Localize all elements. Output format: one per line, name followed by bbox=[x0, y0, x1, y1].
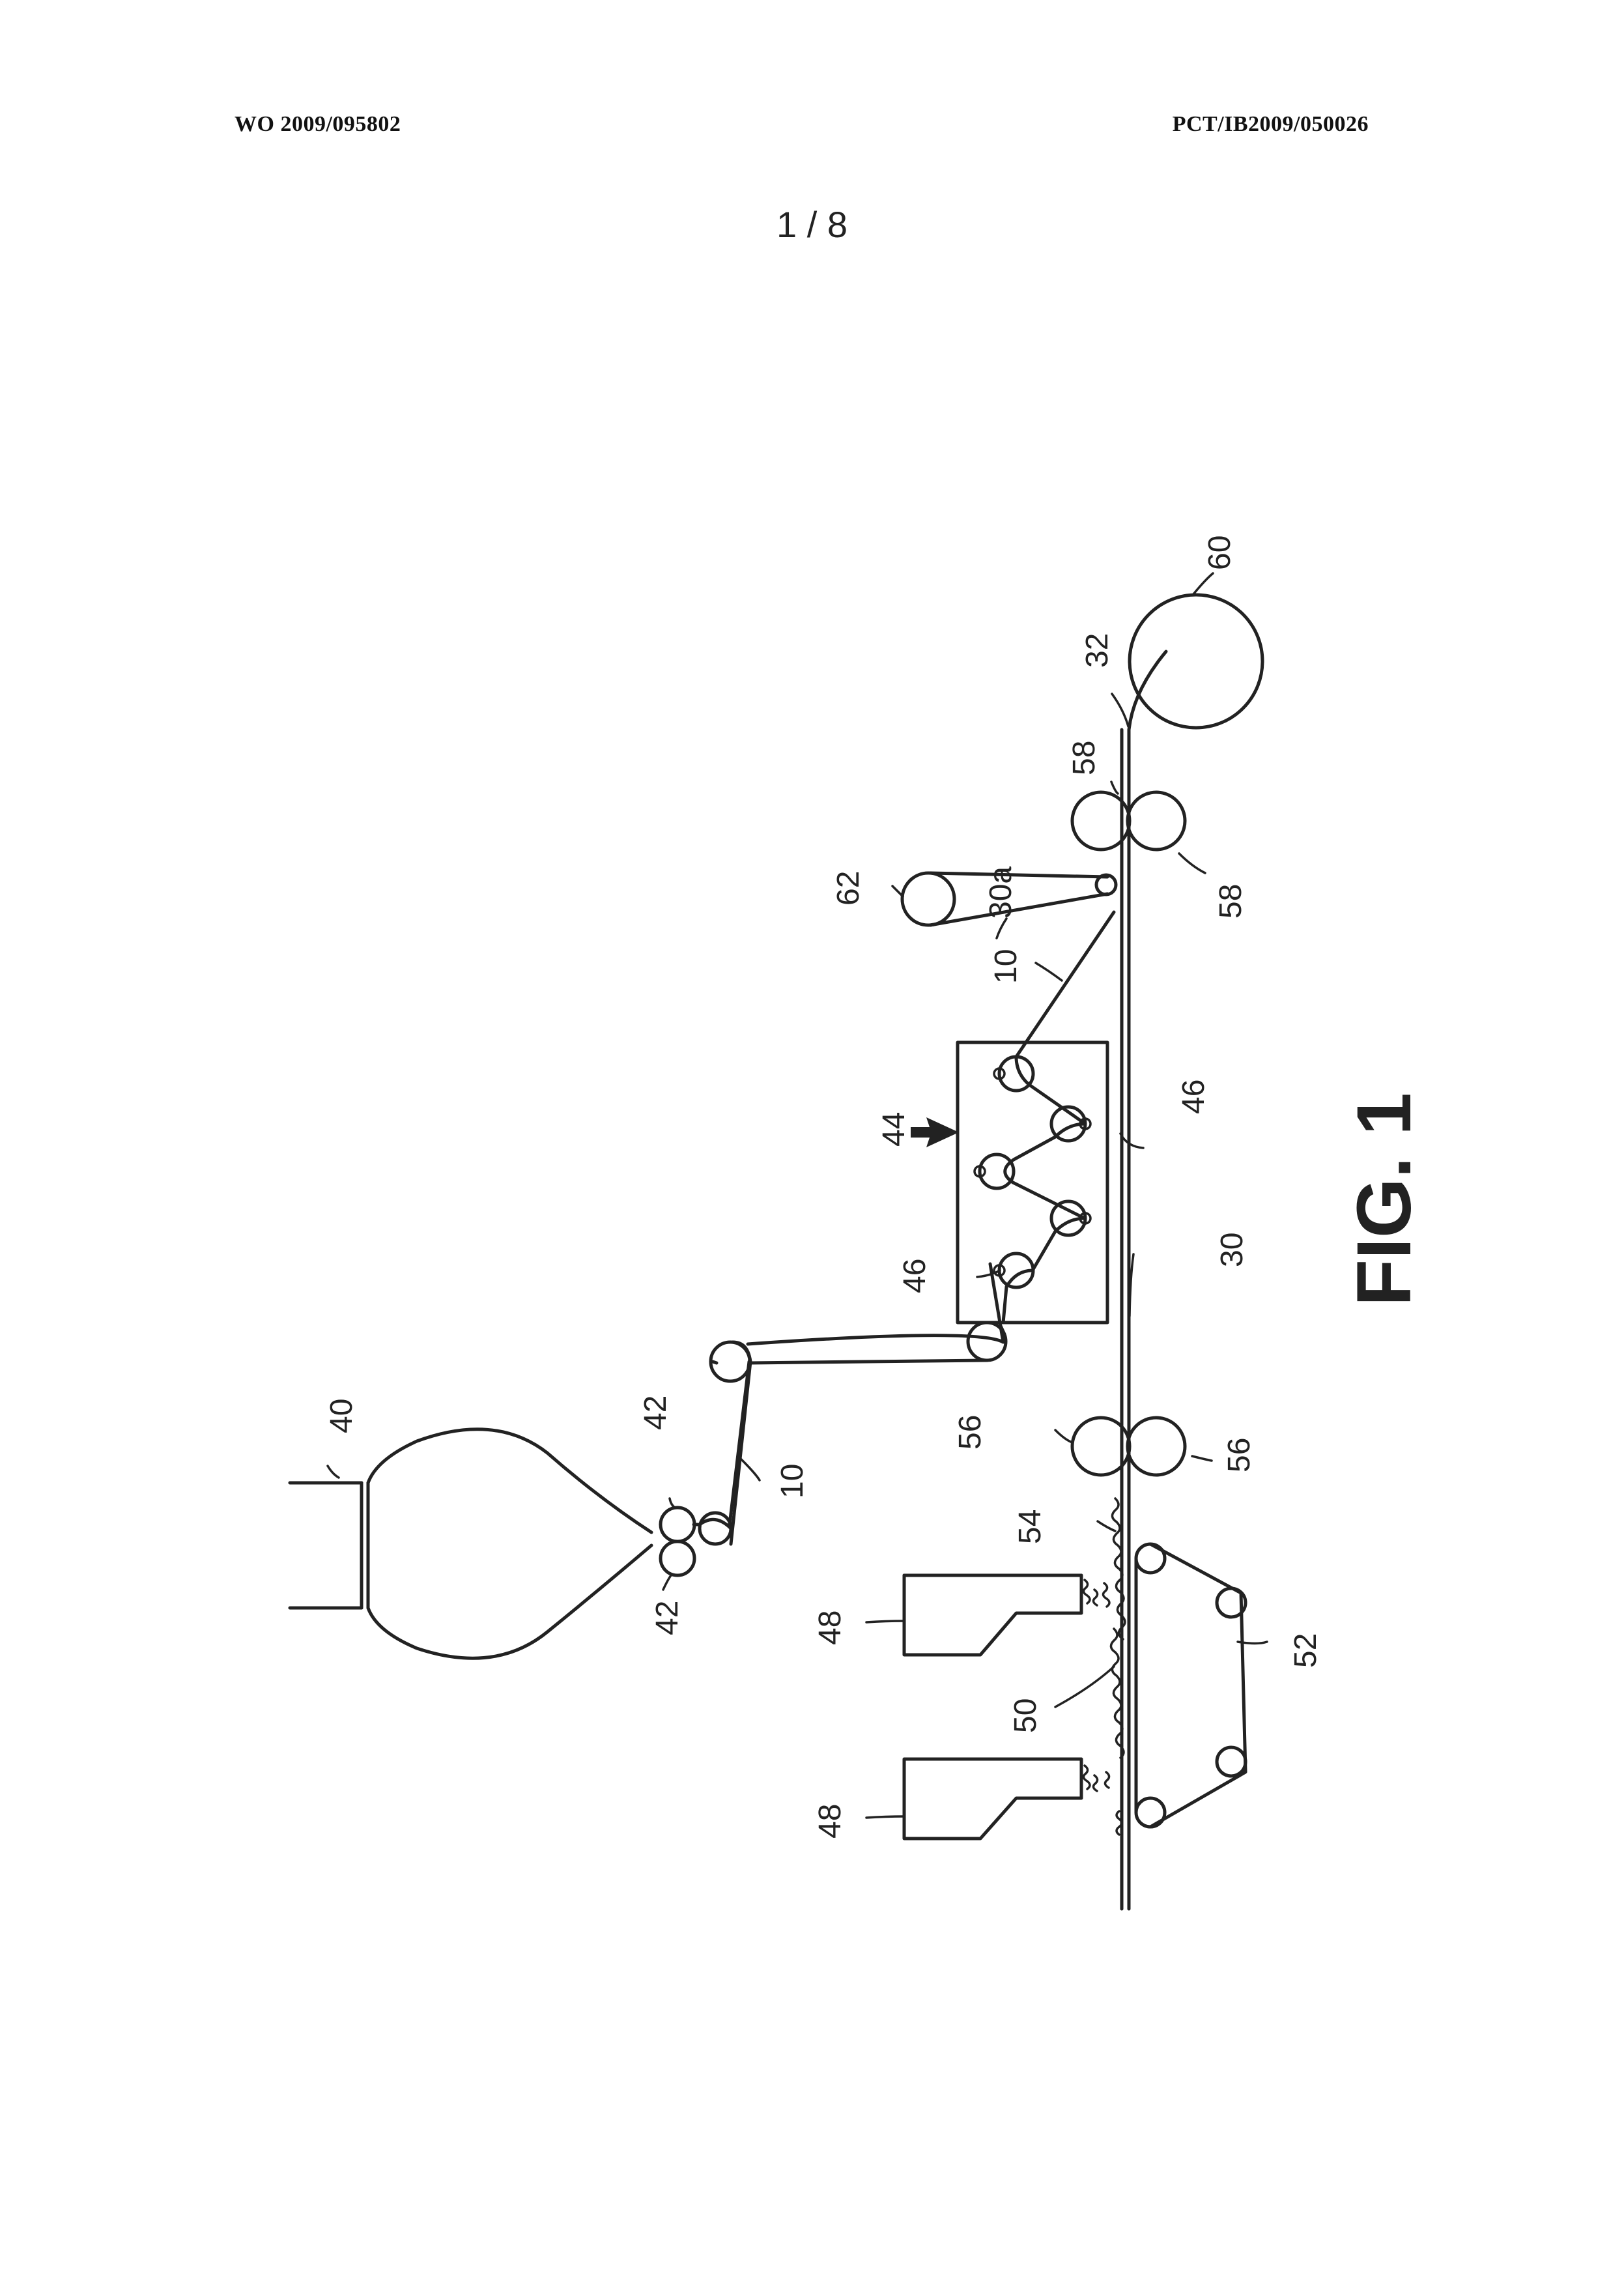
ref-56-right: 56 bbox=[1222, 1438, 1257, 1472]
ref-40: 40 bbox=[324, 1399, 359, 1433]
ref-44: 44 bbox=[877, 1112, 911, 1147]
leader-lines bbox=[328, 573, 1267, 1818]
ref-46-right: 46 bbox=[1176, 1080, 1211, 1114]
conveyor-belt-52 bbox=[1136, 1544, 1246, 1827]
ref-42-bottom: 42 bbox=[650, 1601, 685, 1635]
spinning-unit-48-b bbox=[904, 1759, 1081, 1839]
base-web-30 bbox=[1122, 652, 1166, 1909]
ref-32: 32 bbox=[1080, 633, 1115, 668]
ref-10-lower: 10 bbox=[775, 1464, 810, 1498]
ref-30: 30 bbox=[1215, 1233, 1249, 1267]
ref-54: 54 bbox=[1013, 1510, 1047, 1544]
ref-60: 60 bbox=[1203, 536, 1237, 570]
ref-56-left: 56 bbox=[953, 1415, 988, 1450]
winder-roll-60 bbox=[1130, 595, 1262, 728]
ref-52: 52 bbox=[1289, 1633, 1323, 1668]
ref-50: 50 bbox=[1008, 1698, 1043, 1733]
spinning-unit-48-a bbox=[904, 1575, 1081, 1655]
ref-58-top: 58 bbox=[1067, 741, 1102, 775]
ref-62: 62 bbox=[831, 871, 866, 906]
extrusion-die-40 bbox=[290, 1429, 651, 1659]
ref-30a: 30a bbox=[984, 867, 1018, 919]
fiber-stream-50 bbox=[1083, 1498, 1125, 1835]
figure-caption: FIG. 1 bbox=[1341, 1093, 1427, 1306]
ref-48-bottom: 48 bbox=[813, 1804, 848, 1839]
ref-10-upper: 10 bbox=[989, 949, 1023, 984]
ref-48-top: 48 bbox=[813, 1611, 848, 1645]
ref-46-left: 46 bbox=[898, 1259, 932, 1293]
ref-58-bottom: 58 bbox=[1214, 884, 1248, 919]
ref-42-top: 42 bbox=[638, 1396, 673, 1430]
